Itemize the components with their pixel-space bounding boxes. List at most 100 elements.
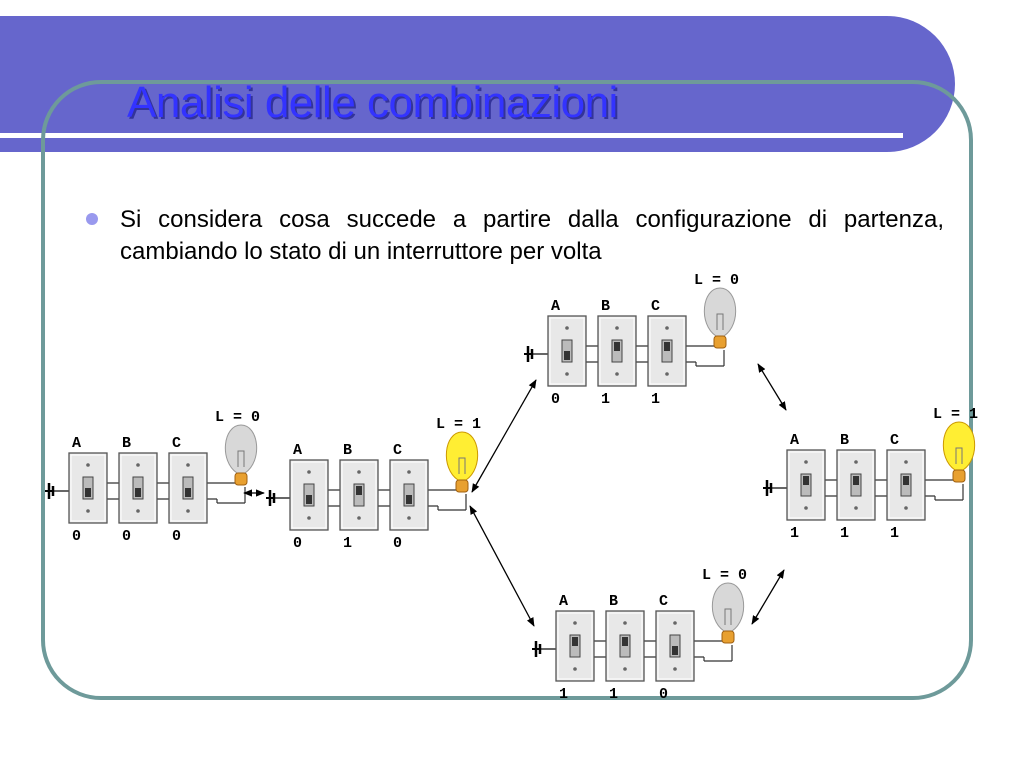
ground-icon [45,483,69,499]
transition-arrows [243,363,787,627]
toggle-lever [306,495,312,504]
switch-configuration: A 0 B 1 C 0 L = 1 [266,416,481,552]
light-switch [786,449,826,521]
screw [565,326,569,330]
screw [623,621,627,625]
switch-state: 1 [651,391,660,408]
light-switch [68,452,108,524]
switch-label: A [559,593,568,610]
screw [357,470,361,474]
switch-state: 1 [559,686,568,703]
light-switch [547,315,587,387]
toggle-lever [572,637,578,646]
switch-state: 0 [122,528,131,545]
screw [136,463,140,467]
switch-label: C [651,298,660,315]
lit-bulb-icon [942,421,976,483]
content-frame [41,80,973,700]
light-switch [555,610,595,682]
toggle-lever [406,495,412,504]
lamp-state-label: L = 1 [436,416,481,433]
switch-state: 0 [659,686,668,703]
switch-label: B [122,435,131,452]
switch-label: B [609,593,618,610]
switch-state: 1 [790,525,799,542]
screw [86,509,90,513]
ground-icon [532,641,556,657]
screw [665,372,669,376]
switch-label: C [890,432,899,449]
screw [307,470,311,474]
switch-state: 0 [393,535,402,552]
unlit-bulb-icon [703,287,737,349]
switch-state: 1 [343,535,352,552]
toggle-lever [564,351,570,360]
screw [357,516,361,520]
screw [407,516,411,520]
light-switch [836,449,876,521]
screw [186,509,190,513]
unlit-bulb-icon [224,424,258,486]
switch-state: 1 [601,391,610,408]
light-switch [168,452,208,524]
screw [673,667,677,671]
screw [854,460,858,464]
toggle-lever [664,342,670,351]
toggle-lever [356,486,362,495]
toggle-lever [185,488,191,497]
switch-state: 0 [293,535,302,552]
screw [407,470,411,474]
screw [904,506,908,510]
title-banner [0,16,955,152]
screw [904,460,908,464]
toggle-lever [135,488,141,497]
light-switch [605,610,645,682]
light-switch [597,315,637,387]
transition-arrow [757,363,787,411]
switch-state: 0 [72,528,81,545]
light-switch [886,449,926,521]
ground-icon [524,346,548,362]
screw [673,621,677,625]
toggle-lever [622,637,628,646]
switch-label: B [343,442,352,459]
light-switch [289,459,329,531]
screw [186,463,190,467]
switch-state: 1 [609,686,618,703]
light-switch [389,459,429,531]
ground-icon [763,480,787,496]
switch-label: B [840,432,849,449]
toggle-lever [85,488,91,497]
title-underline [0,133,903,138]
switch-label: A [293,442,302,459]
screw [136,509,140,513]
switch-state: 1 [840,525,849,542]
switch-label: B [601,298,610,315]
lamp-state-label: L = 1 [933,406,978,423]
screw [573,621,577,625]
switch-state: 0 [551,391,560,408]
switch-state: 1 [890,525,899,542]
light-switch [339,459,379,531]
screw [565,372,569,376]
transition-arrow [471,379,537,493]
toggle-lever [614,342,620,351]
lamp-state-label: L = 0 [215,409,260,426]
screw [804,460,808,464]
bullet-icon [86,213,98,225]
lamp-state-label: L = 0 [702,567,747,584]
lit-bulb-icon [445,431,479,493]
screw [665,326,669,330]
switch-label: C [172,435,181,452]
screw [854,506,858,510]
toggle-lever [903,476,909,485]
lamp-state-label: L = 0 [694,272,739,289]
screw [615,326,619,330]
screw [573,667,577,671]
switch-label: C [393,442,402,459]
toggle-lever [803,476,809,485]
